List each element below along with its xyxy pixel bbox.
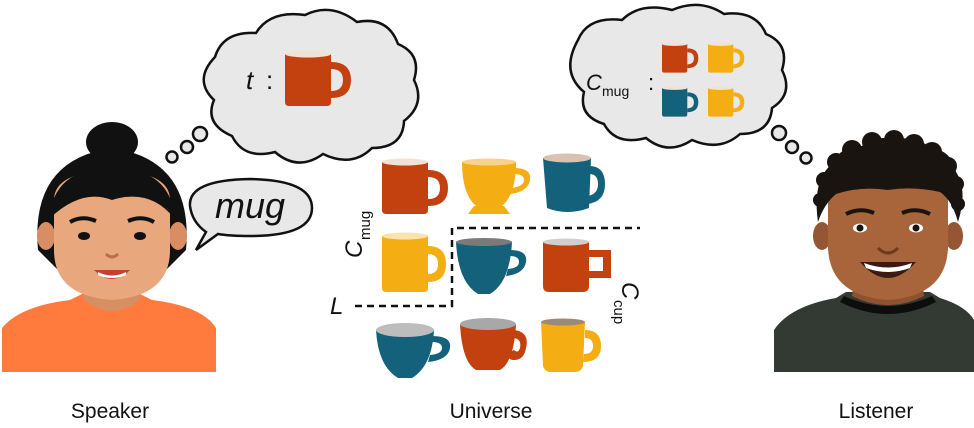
label-c-mug: C mug [341, 211, 374, 258]
speaker-thought-bubble: t : [165, 8, 420, 164]
listener-thought-cloud [569, 3, 788, 149]
boundary-cmug [355, 226, 640, 308]
mug-yellow-row2 [382, 232, 446, 292]
speaker-thought-dot-3 [165, 150, 179, 164]
listener-thought-dot-3 [799, 151, 813, 165]
c-cup-subscript: cup [610, 300, 627, 324]
caption-speaker: Speaker [71, 400, 149, 423]
caption-listener: Listener [839, 400, 914, 423]
target-colon: : [266, 65, 273, 95]
speaker-eye-right [134, 232, 146, 240]
listener-collar [840, 296, 936, 314]
listener-figure [774, 130, 974, 372]
listener-hair [813, 130, 965, 222]
class-colon: : [648, 70, 654, 95]
speech-bubble: mug [188, 177, 314, 252]
class-subscript: mug [602, 83, 629, 99]
speaker-ear-right [169, 222, 187, 250]
cup-teal-row3 [376, 323, 451, 378]
cup-red-row3 [460, 318, 527, 370]
mug-yellow-row3 [541, 318, 601, 372]
speaker-hair-bun [86, 122, 138, 162]
speaker-brows [68, 216, 156, 224]
c-mug-subscript: mug [357, 211, 374, 240]
speaker-ear-left [37, 222, 55, 250]
label-c-cup: C cup [610, 282, 643, 324]
speaker-face [54, 170, 170, 300]
cup-teal-row2 [456, 238, 527, 294]
speaker-fringe [50, 166, 174, 218]
speaker-thought-dot-2 [179, 139, 195, 155]
listener-ear-right [945, 222, 963, 250]
listener-ear-left [813, 222, 831, 250]
mug-red-row1 [382, 158, 448, 214]
mug-teal-row1 [543, 153, 605, 212]
speech-bubble-shape [188, 177, 314, 252]
listener-thought-bubble: C mug : [569, 3, 813, 165]
c-cup-symbol: C [616, 282, 643, 300]
c-mug-symbol: C [341, 240, 368, 258]
cup-yellow-row1 [462, 158, 531, 214]
speaker-thought-dot-1 [191, 125, 209, 143]
l-symbol: L [330, 293, 343, 320]
speaker-eye-left [78, 232, 90, 240]
speaker-figure [2, 122, 216, 372]
caption-universe: Universe [450, 400, 533, 423]
universe: C mug C cup L [330, 153, 643, 378]
listener-shirt [774, 292, 974, 372]
listener-brows [845, 208, 931, 216]
spoken-word: mug [215, 185, 285, 226]
listener-nose [876, 246, 900, 255]
listener-thought-dot-1 [770, 124, 788, 142]
speaker-nose [104, 252, 120, 259]
listener-thought-dot-2 [784, 139, 800, 155]
listener-face [828, 174, 948, 300]
mug-red-row2 [543, 238, 611, 292]
class-symbol: C [586, 70, 602, 95]
target-symbol: t [246, 65, 255, 95]
speaker-shirt [2, 294, 216, 372]
